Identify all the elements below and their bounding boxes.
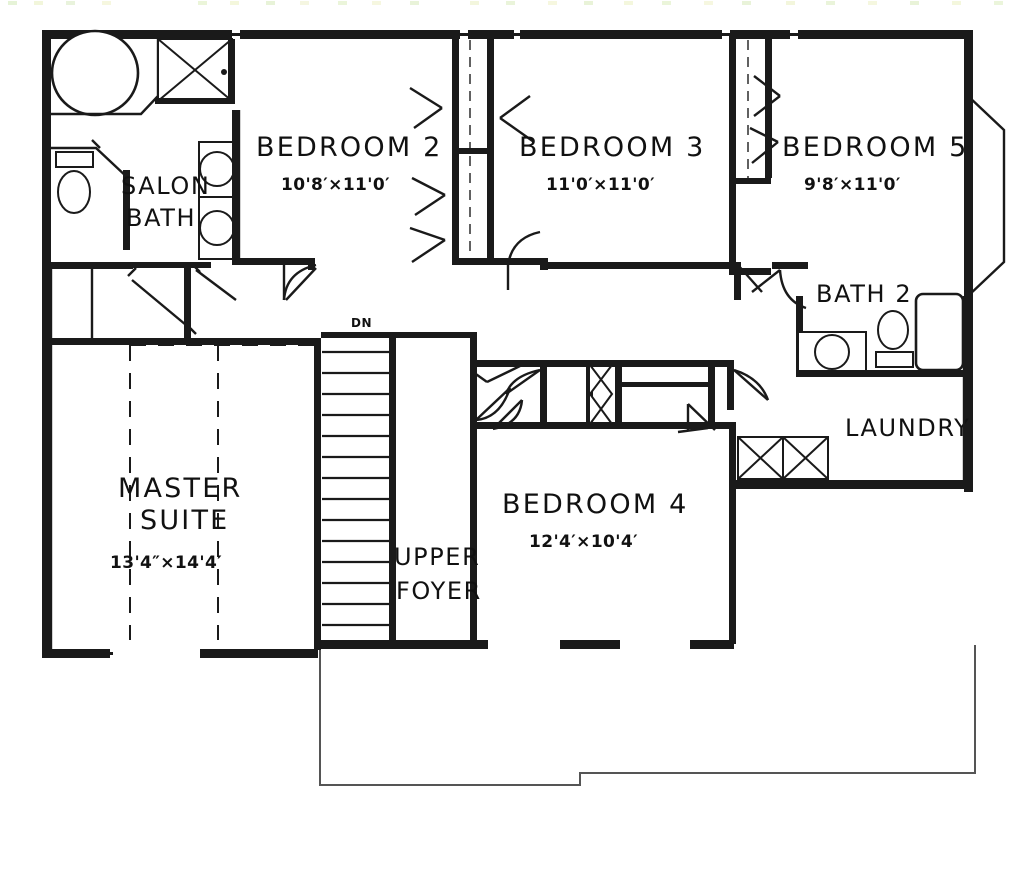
washer-dryer (737, 436, 829, 480)
bedroom-3-room: BEDROOM 3 11'0′×11'0′ (494, 132, 706, 290)
stair-treads (322, 350, 389, 627)
laundry-room: LAUNDRY (737, 370, 970, 480)
bedroom-2-dimensions: 10'8′×11'0′ (281, 175, 390, 195)
laundry-label: LAUNDRY (845, 414, 970, 442)
bedroom-3-label: BEDROOM 3 (519, 132, 706, 163)
bedroom-4-dimensions: 12'4′×10'4′ (529, 532, 638, 552)
bath2-toilet-icon (875, 310, 914, 368)
bedroom-2-label: BEDROOM 2 (256, 132, 443, 163)
master-entry-closets (51, 262, 237, 345)
salon-bath-room: SALON BATH (49, 29, 239, 340)
upper-foyer-label-line1: UPPER (394, 543, 480, 571)
staircase: DN (321, 316, 396, 644)
bedroom-5-room: BEDROOM 5 9'8′×11'0′ (751, 132, 969, 310)
master-suite-label-line1: MASTER (118, 473, 242, 504)
salon-bath-label-line2: BATH (126, 204, 196, 232)
bath-2-label: BATH 2 (816, 280, 912, 308)
bath2-tub-icon (914, 292, 965, 372)
toilet-icon (55, 151, 94, 214)
master-suite-dimensions: 13'4″×14'4′ (110, 553, 222, 573)
exterior-walls (42, 30, 973, 658)
bedroom-3-dimensions: 11'0′×11'0′ (546, 175, 655, 195)
oval-tub-icon (50, 29, 140, 117)
hallway (285, 262, 770, 410)
bedroom-4-label: BEDROOM 4 (502, 489, 689, 520)
bedroom-closets-2-3 (409, 36, 535, 265)
master-suite-room: MASTER SUITE 13'4″×14'4′ (51, 338, 321, 650)
roof-outline (319, 644, 976, 786)
stair-direction-label: DN (351, 316, 372, 330)
bedroom-5-dimensions: 9'8′×11'0′ (804, 175, 901, 195)
upper-foyer-label-line2: FOYER (396, 577, 482, 605)
bath2-vanity (797, 331, 867, 373)
bedroom-5-closet (729, 36, 781, 275)
linen-closet (504, 360, 716, 434)
bedroom-4-room: BEDROOM 4 12'4′×10'4′ (477, 399, 736, 644)
upper-foyer-room: UPPER FOYER (389, 332, 512, 645)
salon-bath-label-line1: SALON (121, 172, 210, 200)
bath-2-room: BATH 2 (796, 280, 966, 377)
bedroom-2-room: BEDROOM 2 10'8′×11'0′ (232, 110, 443, 301)
master-suite-label-line2: SUITE (140, 505, 229, 536)
double-vanity (198, 141, 237, 260)
misc-detail-lines (49, 110, 966, 650)
shower-stall-icon (157, 38, 233, 102)
bedroom-5-label: BEDROOM 5 (782, 132, 969, 163)
bay-window (967, 95, 1006, 297)
